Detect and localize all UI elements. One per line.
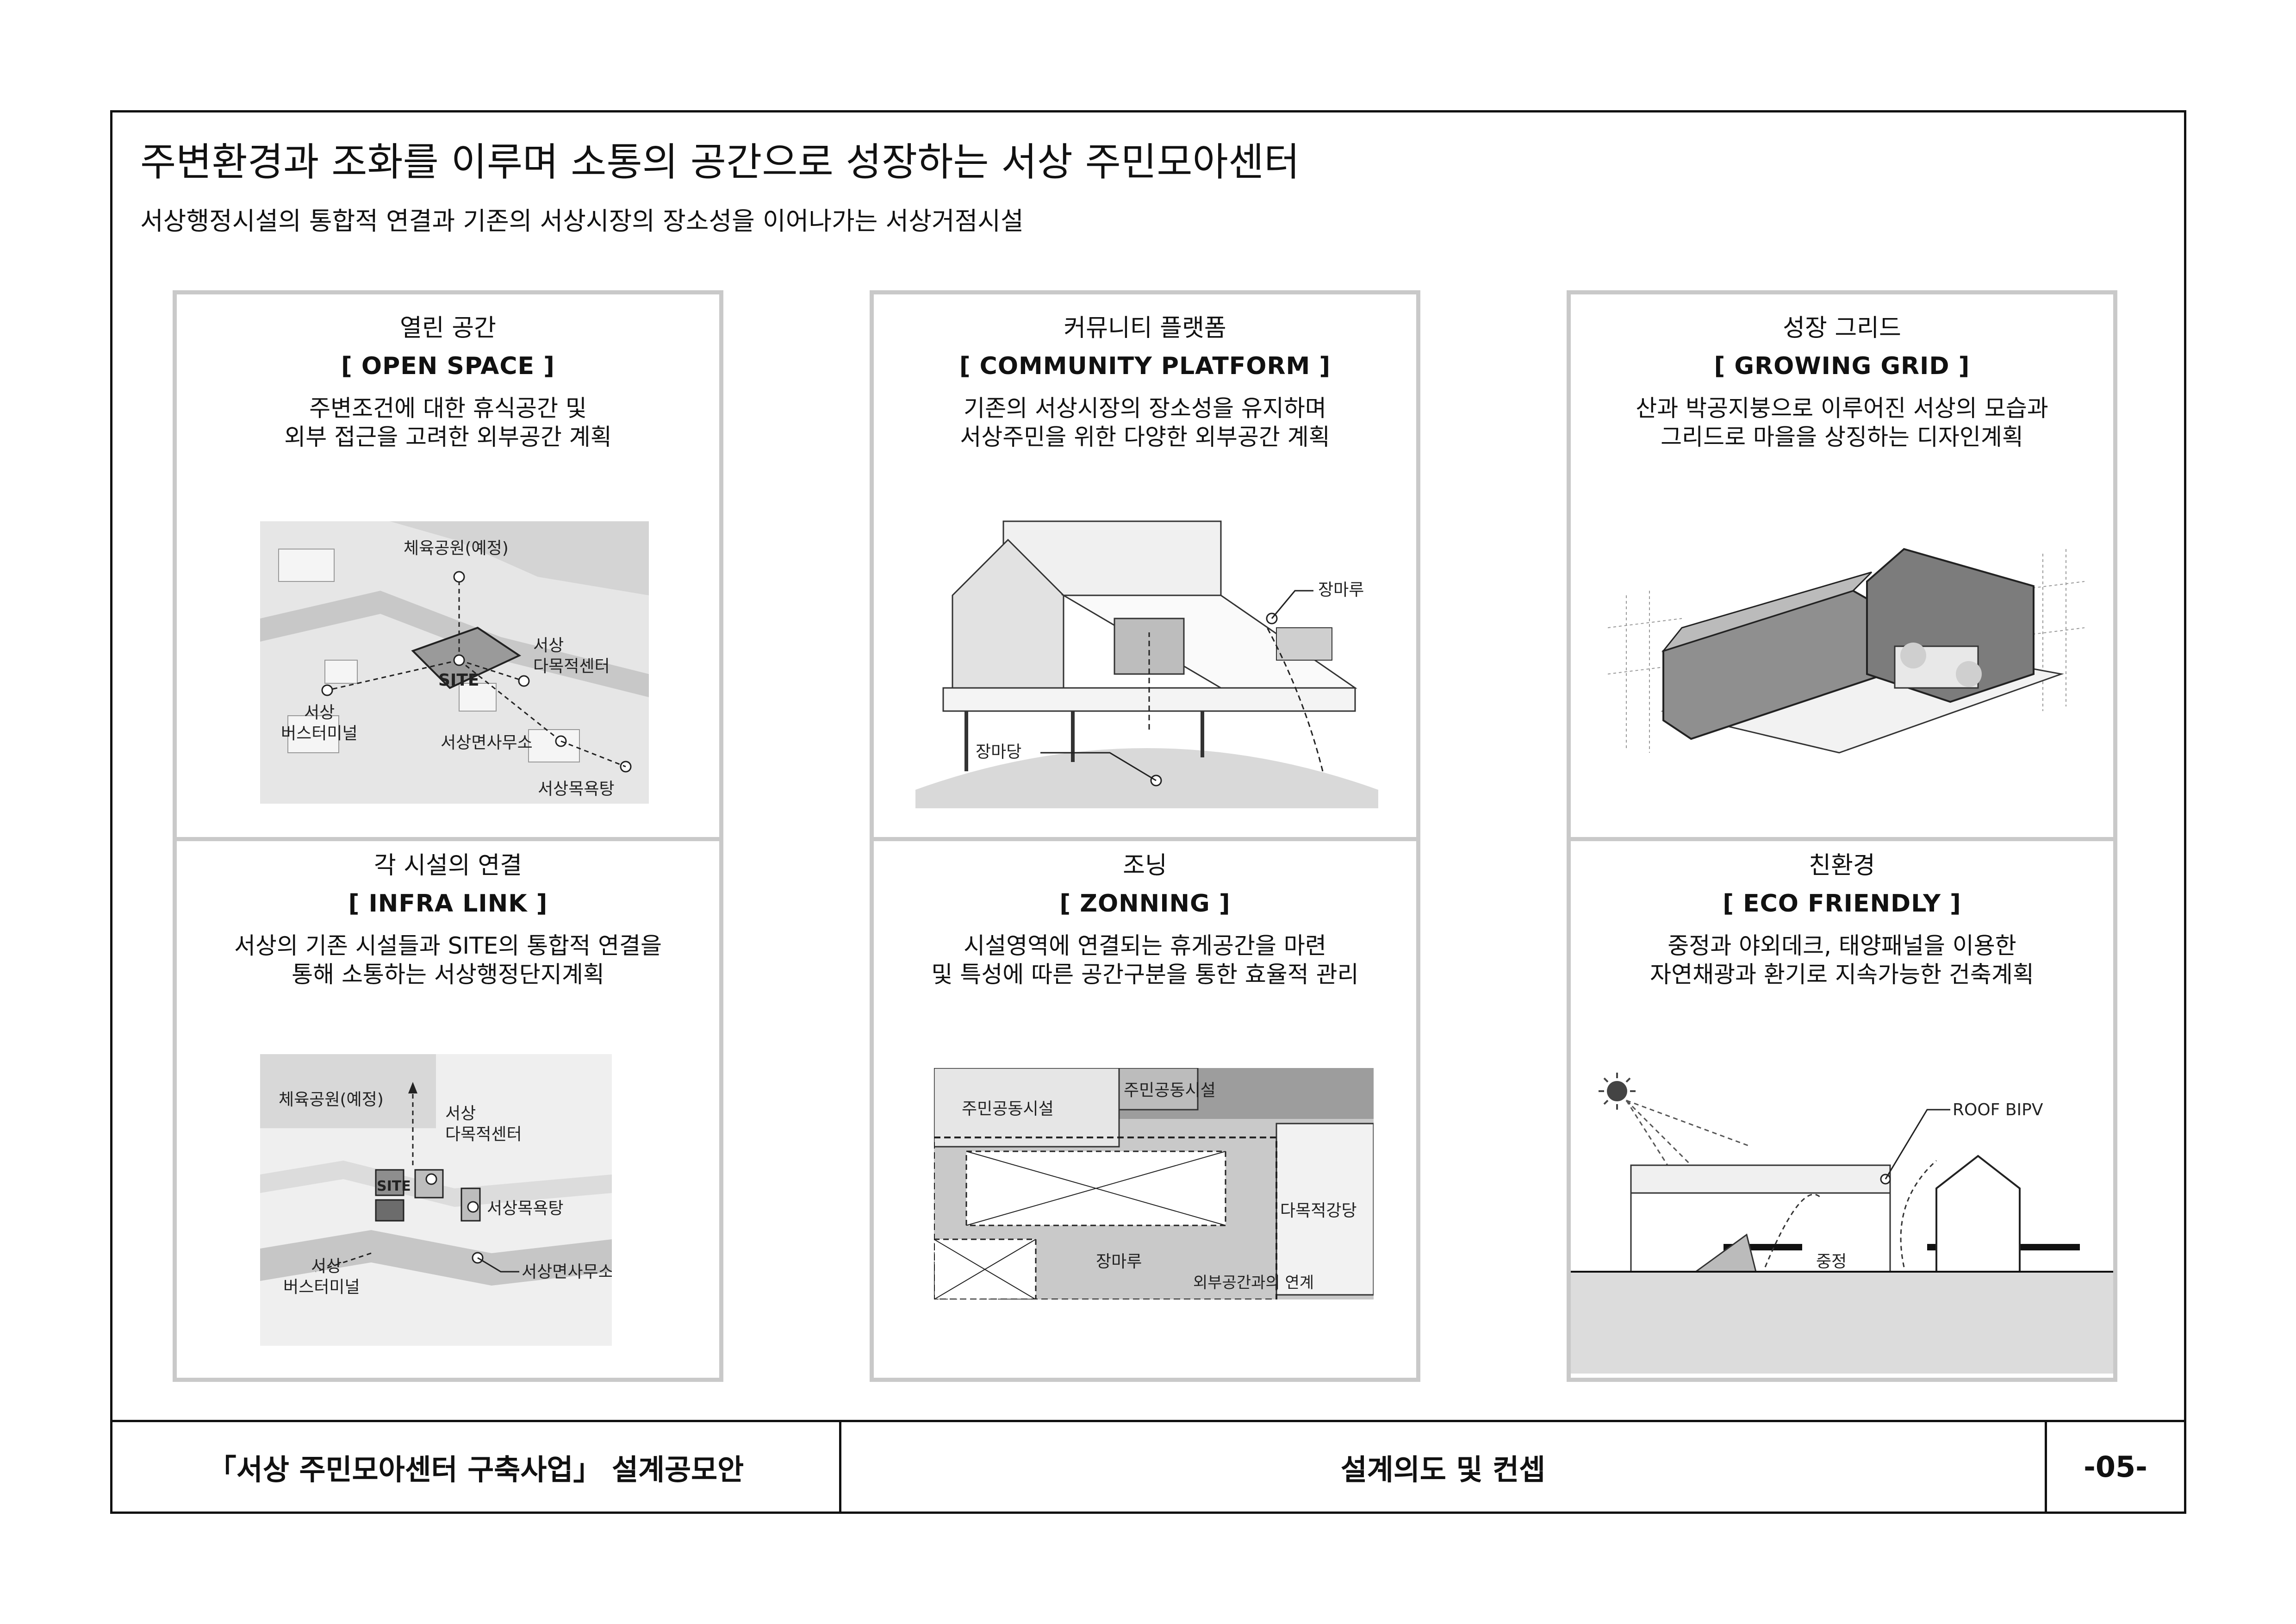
site-label: SITE (438, 671, 479, 690)
section-title: 설계의도 및 컨셉 (1340, 1452, 1546, 1487)
panel-desc-line: 서상의 기존 시설들과 SITE의 통합적 연결을 (234, 932, 662, 959)
site-label: SITE (377, 1178, 411, 1194)
zone-label: 장마루 (1096, 1252, 1142, 1271)
footer-divider (2045, 1422, 2047, 1512)
map-label: 서상목욕탕 (487, 1199, 564, 1218)
panel-desc-line: 통해 소통하는 서상행정단지계획 (292, 961, 604, 988)
map-label: 다목적센터 (533, 657, 610, 676)
map-label: 체육공원(예정) (279, 1090, 384, 1109)
panel-infra-link: 각 시설의 연결 [ INFRA LINK ] 서상의 기존 시설들과 SITE… (173, 841, 723, 1382)
panel-open-space: 열린 공간 [ OPEN SPACE ] 주변조건에 대한 휴식공간 및 외부 … (173, 290, 723, 841)
panel-title-en: [ INFRA LINK ] (348, 890, 548, 918)
panel-desc-line: 서상주민을 위한 다양한 외부공간 계획 (960, 424, 1330, 450)
illus-label: 장마당 (976, 743, 1021, 762)
map-label: 서상 (533, 636, 564, 655)
panel-title-en: [ OPEN SPACE ] (341, 352, 555, 380)
grid-illustration (1608, 535, 2084, 794)
map-label: 버스터미널 (283, 1278, 360, 1297)
panel-title-ko: 커뮤니티 플랫폼 (1064, 314, 1226, 342)
map-label: 서상 (304, 703, 335, 722)
panel-title-ko: 조닝 (1123, 852, 1167, 880)
zone-label: 다목적강당 (1280, 1201, 1357, 1220)
sun-icon (1599, 1073, 1636, 1110)
map-label: 서상 (445, 1104, 476, 1123)
map-label: 서상면사무소 (441, 733, 533, 752)
panel-title-en: [ ECO FRIENDLY ] (1723, 890, 1961, 918)
page-title: 주변환경과 조화를 이루며 소통의 공간으로 성장하는 서상 주민모아센터 (140, 139, 1300, 185)
map-label: 버스터미널 (281, 724, 358, 743)
project-name: 「서상 주민모아센터 구축사업」 설계공모안 (207, 1452, 744, 1487)
page-subtitle: 서상행정시설의 통합적 연결과 기존의 서상시장의 장소성을 이어나가는 서상거… (140, 206, 1024, 236)
title-block-footer: 「서상 주민모아센터 구축사업」 설계공모안 설계의도 및 컨셉 -05- (112, 1420, 2184, 1512)
map-label: 서상면사무소 (522, 1262, 612, 1281)
panel-title-ko: 성장 그리드 (1783, 314, 1901, 342)
panel-desc-line: 그리드로 마을을 상징하는 디자인계획 (1661, 424, 2023, 450)
panel-eco-friendly: 친환경 [ ECO FRIENDLY ] 중정과 야외데크, 태양패널을 이용한… (1567, 841, 2117, 1382)
panel-desc-line: 기존의 서상시장의 장소성을 유지하며 (964, 395, 1326, 422)
zone-label: 주민공동시설 (962, 1099, 1054, 1118)
panel-desc-line: 시설영역에 연결되는 휴게공간을 마련 (964, 932, 1326, 959)
panel-title-en: [ ZONNING ] (1059, 890, 1231, 918)
drawing-sheet: 주변환경과 조화를 이루며 소통의 공간으로 성장하는 서상 주민모아센터 서상… (110, 110, 2186, 1514)
illus-label: 중정 (1816, 1252, 1847, 1271)
zone-label: 주민공동시설 (1124, 1081, 1216, 1100)
panel-desc-line: 중정과 야외데크, 태양패널을 이용한 (1668, 932, 2016, 959)
map-label: 서상 (311, 1257, 342, 1276)
zoning-diagram: 주민공동시설 주민공동시설 다목적강당 장마루 외부공간과의 연계 (934, 1068, 1374, 1299)
map-label: 다목적센터 (445, 1125, 522, 1144)
panel-desc-line: 외부 접근을 고려한 외부공간 계획 (284, 424, 612, 450)
footer-divider (839, 1422, 841, 1512)
panel-title-ko: 친환경 (1809, 852, 1875, 880)
map-label: 서상목욕탕 (538, 780, 615, 799)
panel-zonning: 조닝 [ ZONNING ] 시설영역에 연결되는 휴게공간을 마련 및 특성에… (870, 841, 1420, 1382)
panel-desc-line: 주변조건에 대한 휴식공간 및 (309, 395, 587, 422)
panel-desc-line: 및 특성에 따른 공간구분을 통한 효율적 관리 (931, 961, 1359, 988)
zone-label: 외부공간과의 연계 (1193, 1274, 1314, 1292)
panel-title-en: [ GROWING GRID ] (1714, 352, 1970, 380)
illus-label: 장마루 (1318, 581, 1364, 600)
platform-illustration: 장마루 장마당 (915, 512, 1378, 808)
panel-title-ko: 열린 공간 (400, 314, 496, 342)
eco-section-diagram: ROOF BIPV 중정 (1571, 1049, 2113, 1374)
panel-desc-line: 산과 박공지붕으로 이루어진 서상의 모습과 (1636, 395, 2048, 422)
site-map-illustration: 체육공원(예정) 서상 다목적센터 SITE 서상 버스터미널 서상면사무소 서… (260, 521, 649, 804)
panel-growing-grid: 성장 그리드 [ GROWING GRID ] 산과 박공지붕으로 이루어진 서… (1567, 290, 2117, 841)
illus-label: ROOF BIPV (1953, 1100, 2043, 1119)
panel-title-en: [ COMMUNITY PLATFORM ] (959, 352, 1331, 380)
panel-community-platform: 커뮤니티 플랫폼 [ COMMUNITY PLATFORM ] 기존의 서상시장… (870, 290, 1420, 841)
page-number: -05- (2084, 1450, 2147, 1484)
infra-map-illustration: 체육공원(예정) 서상 다목적센터 SITE 서상목욕탕 서상 버스터미널 서상… (260, 1054, 612, 1346)
panel-title-ko: 각 시설의 연결 (373, 852, 523, 880)
map-label: 체육공원(예정) (404, 539, 509, 558)
panel-desc-line: 자연채광과 환기로 지속가능한 건축계획 (1650, 961, 2034, 988)
